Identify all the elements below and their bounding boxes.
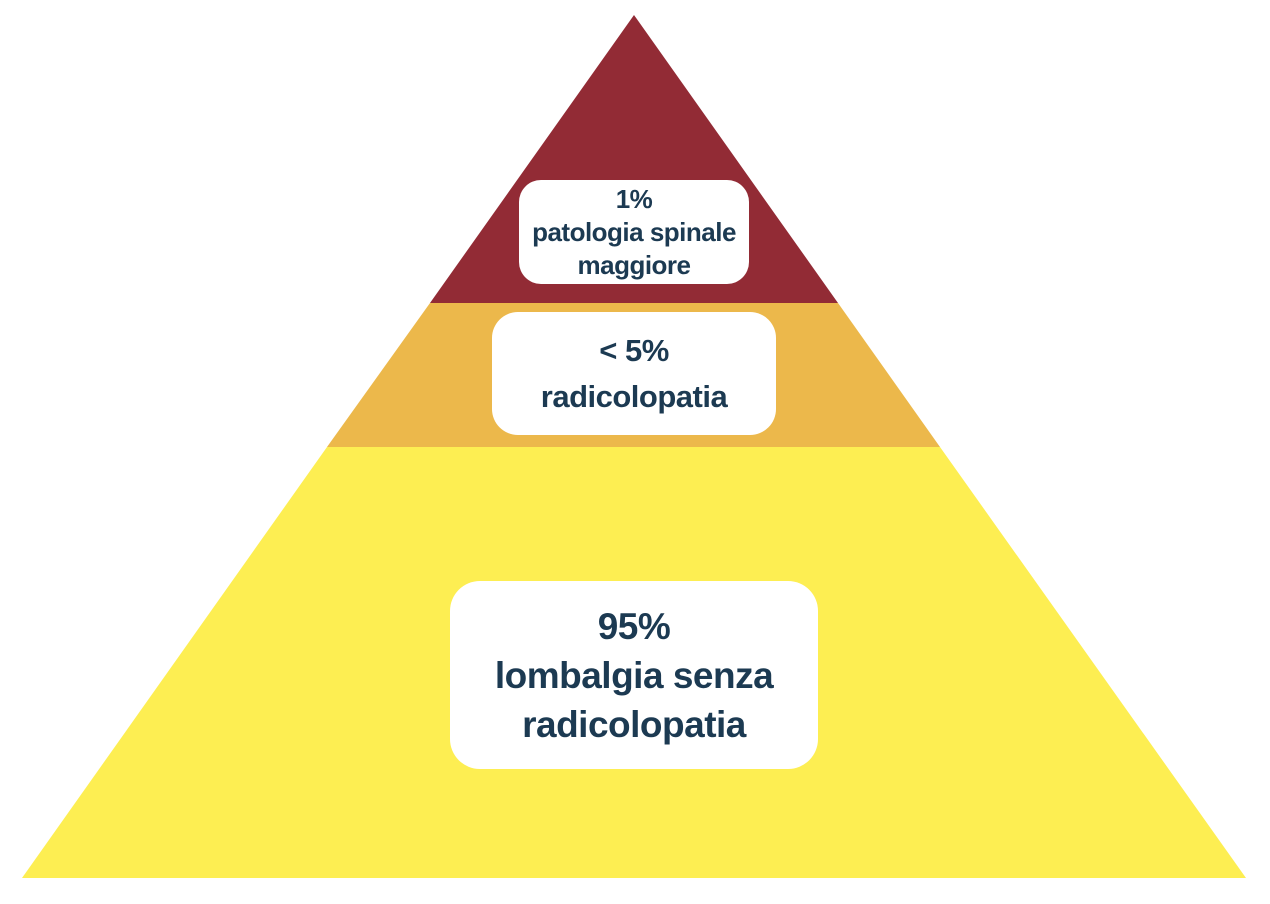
tier-middle-text-line-1: radicolopatia xyxy=(540,378,728,414)
tier-bottom-text-line-2: radicolopatia xyxy=(522,703,746,745)
tier-bottom-percent: 95% xyxy=(597,605,671,647)
tier-top-text-line-1: patologia spinale xyxy=(532,216,736,247)
tier-top-label: 1% patologia spinale maggiore xyxy=(519,180,749,284)
tier-bottom-label: 95% lombalgia senza radicolopatia xyxy=(450,581,818,769)
tier-middle-label: < 5% radicolopatia xyxy=(492,312,776,435)
tier-top-percent: 1% xyxy=(615,183,653,214)
tier-top-text-line-2: maggiore xyxy=(577,249,691,280)
tier-bottom-text-line-1: lombalgia senza xyxy=(494,654,774,696)
tier-middle-percent: < 5% xyxy=(599,332,669,368)
